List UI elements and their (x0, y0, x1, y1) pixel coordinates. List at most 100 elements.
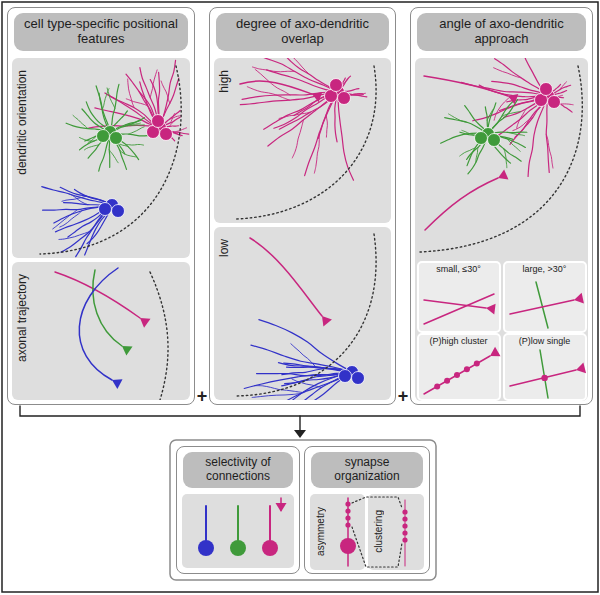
merge-bracket (20, 406, 580, 438)
bouton-triangle (487, 347, 500, 361)
dendrite (449, 114, 468, 123)
synapse-dot (402, 537, 407, 542)
dendrite (560, 103, 573, 105)
soma (338, 92, 351, 105)
outcome-panel: synapse organization asymmetry clustering (304, 446, 430, 574)
bouton-triangle (276, 503, 287, 512)
example-ground (214, 227, 391, 400)
dendrite (501, 111, 520, 116)
soma (488, 134, 501, 147)
dendrite (160, 128, 175, 141)
dendrite (488, 134, 511, 163)
dendrite (536, 282, 548, 328)
bouton-triangle (575, 362, 586, 375)
example-ground (214, 58, 391, 223)
side-label: asymmetry (315, 507, 326, 556)
soma (540, 83, 553, 96)
axon (424, 76, 508, 96)
soma (110, 132, 123, 145)
example-box: high (214, 58, 391, 223)
plus-sign: + (398, 387, 409, 405)
dendrite (242, 92, 338, 99)
dendrite (314, 133, 319, 173)
axon (425, 178, 498, 230)
dendrite (461, 82, 548, 96)
bouton-triangle (137, 314, 151, 328)
bouton-triangle (119, 341, 133, 355)
panel-heading: angle of axo-dendritic approach (417, 13, 586, 51)
side-label: dendritic orientation (16, 70, 29, 175)
soma (160, 128, 173, 141)
panel-heading: degree of axo-dendritic overlap (216, 13, 389, 51)
synapse-dot (402, 523, 407, 528)
soma (339, 370, 352, 383)
approach-box-ground (504, 262, 586, 332)
bracket-stem (299, 416, 300, 431)
dendrite (244, 372, 352, 388)
organization-box: asymmetry (310, 494, 365, 570)
organization-box: clustering (368, 494, 424, 570)
dendrite (255, 386, 303, 393)
panel-heading: synapse organization (311, 452, 423, 488)
side-label: clustering (373, 510, 384, 553)
approach-box-ground (504, 334, 586, 400)
label-holder: axonal trajectory (15, 274, 31, 362)
neuron-body (262, 540, 278, 556)
soma (152, 115, 165, 128)
bouton-triangle (310, 89, 322, 102)
illustration-group (236, 234, 376, 400)
dendrite (424, 294, 494, 324)
dendrite (120, 150, 137, 157)
label-holder: high (217, 70, 233, 93)
axon (93, 270, 122, 346)
example-ground (12, 58, 190, 258)
axon (250, 238, 322, 316)
axon (510, 300, 574, 314)
dendrite (292, 120, 303, 158)
dotted-boundary (236, 234, 376, 396)
feature-panel: degree of axo-dendritic overlaphighlow (209, 7, 396, 405)
dendrite (129, 127, 144, 134)
synapse-dot (474, 361, 480, 367)
approach-ground (415, 58, 588, 401)
dendrite (161, 81, 170, 103)
panel-heading: selectivity of connections (183, 452, 293, 488)
bracket-arrowhead (294, 430, 306, 438)
plus-sign: + (197, 387, 208, 405)
dendrite (494, 68, 521, 78)
axon (424, 300, 486, 308)
organization-ground (310, 494, 365, 570)
illustration-group (55, 268, 168, 400)
synapse-dot (345, 522, 350, 527)
synapse-dot (402, 516, 407, 521)
bracket-line (20, 406, 580, 416)
box-caption: small, ≤30° (418, 264, 500, 275)
organization-ground (368, 494, 424, 570)
dendrite (338, 92, 354, 180)
neuron-body (340, 538, 356, 554)
dendrite (488, 134, 525, 147)
dendrite (109, 150, 118, 163)
dotted-boundary (40, 66, 181, 254)
dendrite (352, 93, 365, 94)
approach-box: small, ≤30° (418, 262, 500, 332)
outcome-panel: selectivity of connections (176, 446, 300, 574)
axon (55, 272, 140, 318)
soma (352, 372, 365, 385)
dendrite (267, 70, 338, 92)
selectivity-ground (182, 494, 294, 568)
approach-box: large, >30° (504, 262, 586, 332)
zoom-line (352, 497, 402, 508)
soma (475, 132, 488, 145)
label-holder: + (393, 384, 413, 408)
label-holder: dendritic orientation (15, 70, 31, 175)
dendrite (546, 134, 553, 168)
dendrite (476, 147, 478, 162)
dendrite (73, 115, 88, 129)
synapse-dot (464, 366, 470, 372)
soma (330, 79, 343, 92)
dendrite (259, 320, 352, 372)
label-holder: asymmetry (313, 494, 329, 570)
